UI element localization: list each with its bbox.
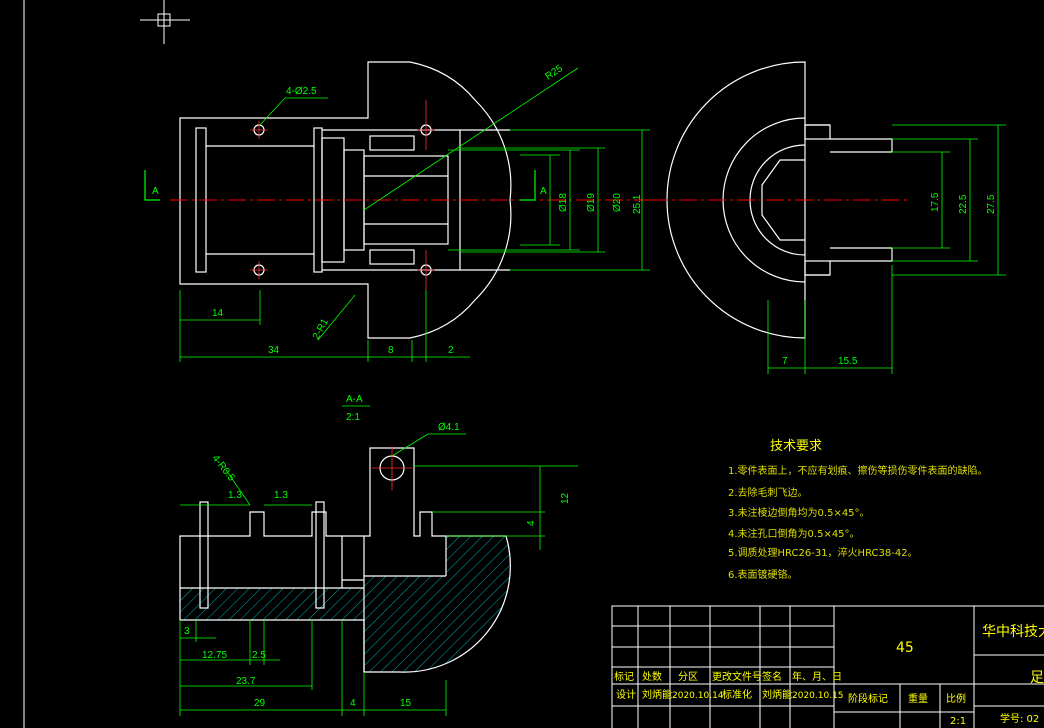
- dim-34: 34: [268, 345, 280, 356]
- dim-29: 29: [254, 698, 266, 709]
- dim-12-75: 12.75: [202, 650, 227, 661]
- tech-requirements-title: 技术要求: [770, 439, 822, 454]
- title-block-part-name: 足: [1030, 670, 1044, 686]
- dim-d4-1: Ø4.1: [438, 422, 460, 433]
- title-block-header-3: 更改文件号: [712, 670, 762, 683]
- dim-22-5: 22.5: [958, 194, 969, 214]
- dim-2: 2: [448, 345, 454, 356]
- tech-requirement-3: 3.未注棱边倒角均为0.5×45°。: [728, 506, 870, 519]
- dim-27-5: 27.5: [986, 194, 997, 214]
- tech-requirement-6: 6.表面镀硬铬。: [728, 568, 798, 581]
- title-block-material: 45: [896, 640, 914, 656]
- tech-requirement-1: 1.零件表面上，不应有划痕、擦伤等损伤零件表面的缺陷。: [728, 464, 988, 477]
- title-block-standardizer: 刘炳能: [762, 688, 792, 701]
- dim-7: 7: [782, 356, 788, 367]
- dim-hole-4x: 4-Ø2.5: [286, 86, 317, 97]
- title-block: [611, 605, 1044, 728]
- title-block-design-date: 2020.10.14: [672, 691, 724, 701]
- dim-d18: Ø18: [558, 193, 569, 212]
- dim-4-h: 4: [526, 520, 537, 526]
- front-view-dimensions: [179, 67, 650, 362]
- section-mark-right: A: [540, 186, 547, 197]
- title-block-header-5: 年、月、日: [792, 670, 842, 683]
- dim-4: 4: [350, 698, 356, 709]
- front-view-hole-centers: [250, 100, 435, 290]
- section-title: A-A: [346, 394, 363, 405]
- title-block-header-2: 分区: [678, 671, 698, 683]
- title-block-header-0: 标记: [614, 671, 634, 683]
- section-mark-left: A: [152, 186, 159, 197]
- tech-requirement-5: 5.调质处理HRC26-31，淬火HRC38-42。: [728, 546, 918, 559]
- dim-12: 12: [560, 492, 571, 504]
- title-block-scale-value: 2:1: [950, 716, 966, 727]
- dim-1-3b: 1.3: [274, 490, 288, 501]
- cursor-crosshair-icon: [140, 0, 190, 44]
- tech-requirement-2: 2.去除毛刺飞边。: [728, 486, 808, 499]
- title-block-school: 华中科技大学: [982, 624, 1044, 640]
- title-block-weight-label: 重量: [908, 692, 928, 705]
- dim-2-5: 2.5: [252, 650, 266, 661]
- title-block-designer: 刘炳能: [642, 688, 672, 701]
- dim-r0-5: 4-R0.5: [210, 453, 237, 484]
- dim-25-1: 25.1: [632, 194, 643, 214]
- dim-17-5: 17.5: [930, 192, 941, 212]
- tech-requirement-4: 4.未注孔口倒角为0.5×45°。: [728, 527, 860, 540]
- dim-r25: R25: [544, 63, 566, 83]
- dim-3: 3: [184, 626, 190, 637]
- title-block-student-no: 学号: 02: [1000, 712, 1039, 725]
- dim-14: 14: [212, 308, 224, 319]
- dim-23-7: 23.7: [236, 676, 256, 687]
- dim-d19: Ø19: [586, 193, 597, 212]
- section-marks: [144, 170, 536, 201]
- dim-15: 15: [400, 698, 412, 709]
- dim-r1: 2-R1: [311, 317, 331, 342]
- dim-d20: Ø20: [612, 193, 623, 212]
- title-block-design-label: 设计: [616, 688, 636, 701]
- title-block-header-1: 处数: [642, 670, 662, 683]
- title-block-header-4: 签名: [762, 670, 782, 683]
- section-view-dimensions: [179, 433, 578, 716]
- section-view: [179, 447, 511, 673]
- title-block-standard-label: 标准化: [722, 688, 752, 701]
- dim-1-3a: 1.3: [228, 490, 242, 501]
- title-block-standard-date: 2020.10.15: [792, 691, 844, 701]
- title-block-scale-label: 比例: [946, 692, 966, 705]
- title-block-stage-label: 阶段标记: [848, 692, 888, 705]
- dim-8: 8: [388, 345, 394, 356]
- section-scale: 2:1: [346, 412, 360, 423]
- side-view-dimensions: [767, 124, 1006, 374]
- dim-15-5: 15.5: [838, 356, 858, 367]
- section-hatching: [180, 536, 511, 673]
